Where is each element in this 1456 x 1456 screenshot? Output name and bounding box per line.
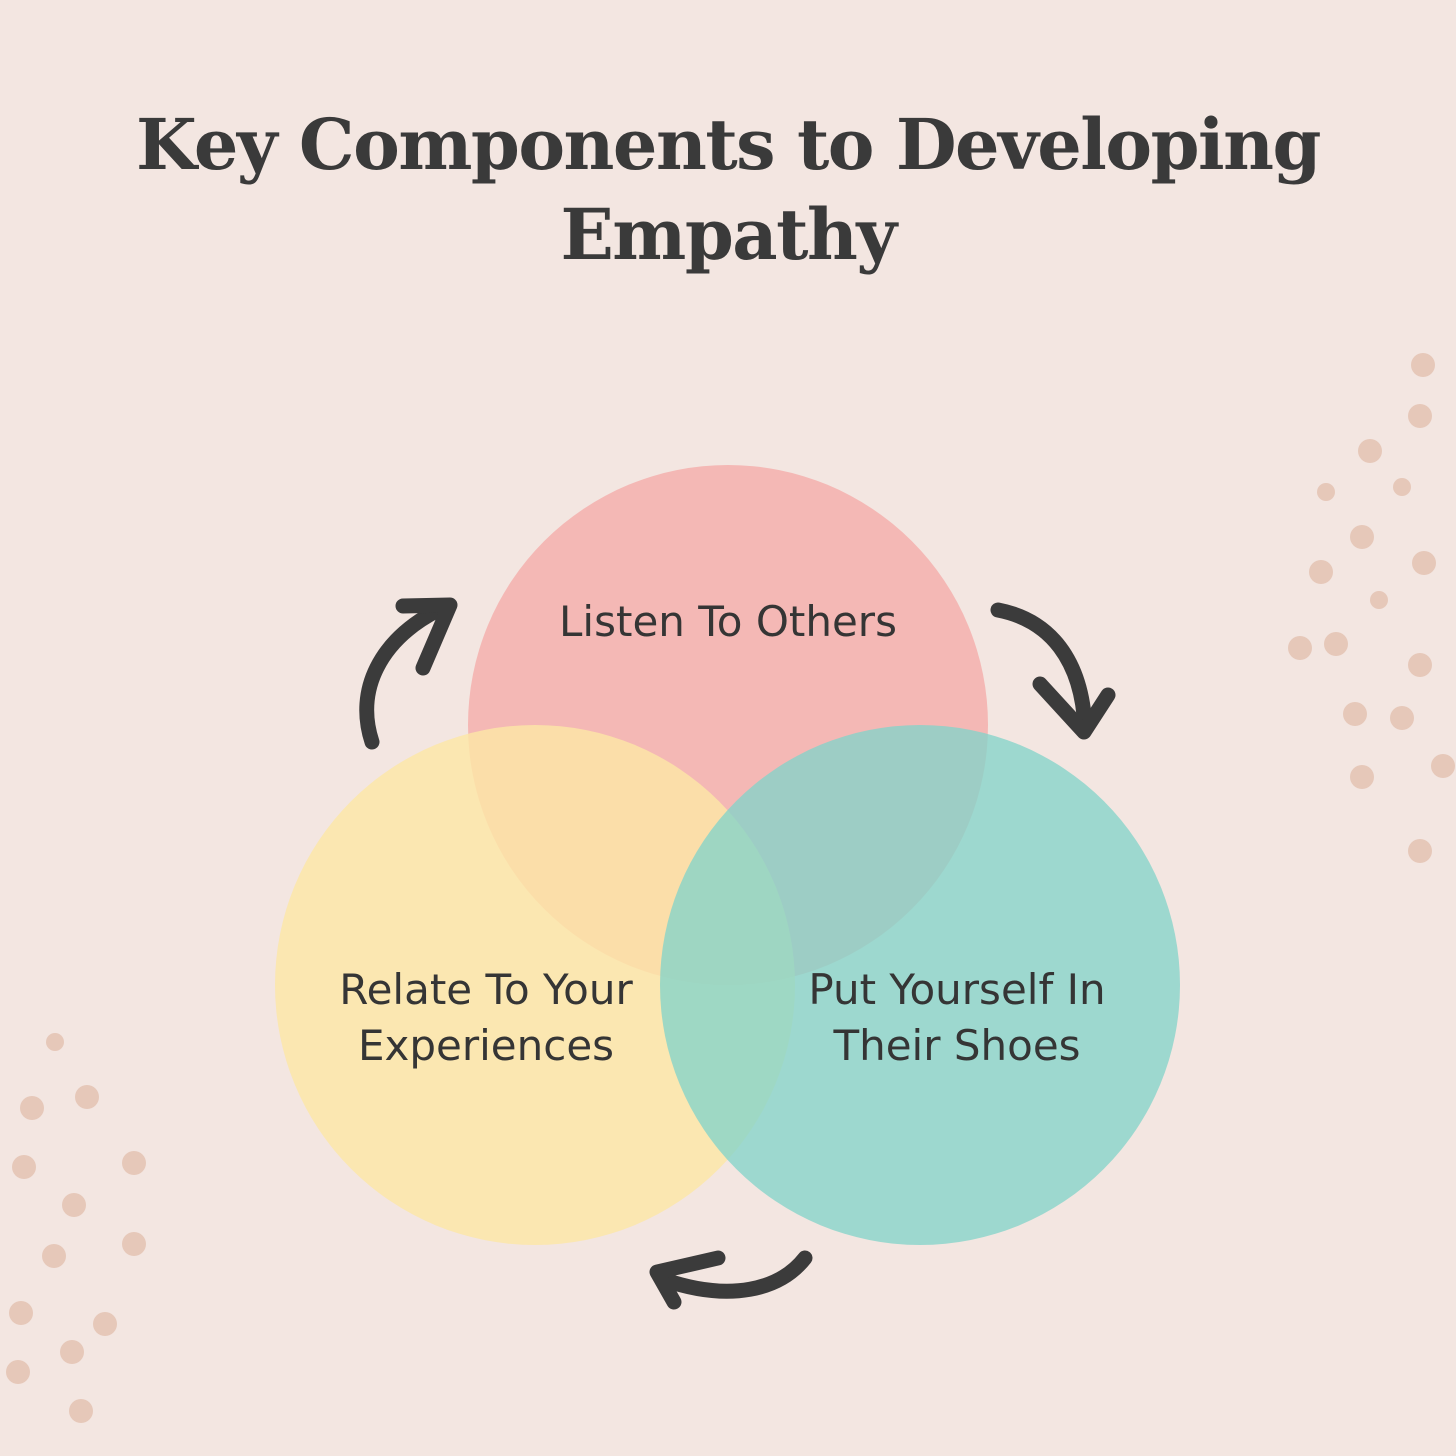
decorative-dots-left: [6, 1033, 146, 1423]
label-listen-to-others: Listen To Others: [528, 594, 928, 650]
label-line: Put Yourself In: [808, 965, 1106, 1014]
label-line: Listen To Others: [559, 597, 897, 646]
label-put-yourself-in-their-shoes: Put Yourself In Their Shoes: [757, 962, 1157, 1074]
circle-relate-to-your-experiences: [275, 725, 795, 1245]
label-line: Relate To Your: [339, 965, 633, 1014]
page-title: Key Components to Developing Empathy: [0, 100, 1456, 280]
label-line: Experiences: [357, 1021, 615, 1070]
label-relate-to-your-experiences: Relate To Your Experiences: [286, 962, 686, 1074]
title-line-2: Empathy: [560, 193, 897, 276]
cycle-arrow-icon: [649, 1250, 813, 1310]
decorative-dots-right: [1288, 353, 1455, 863]
circle-put-yourself-in-their-shoes: [660, 725, 1180, 1245]
title-line-1: Key Components to Developing: [136, 103, 1321, 186]
cycle-arrow-icon: [359, 597, 458, 750]
label-line: Their Shoes: [833, 1021, 1081, 1070]
cycle-arrow-icon: [990, 602, 1116, 740]
